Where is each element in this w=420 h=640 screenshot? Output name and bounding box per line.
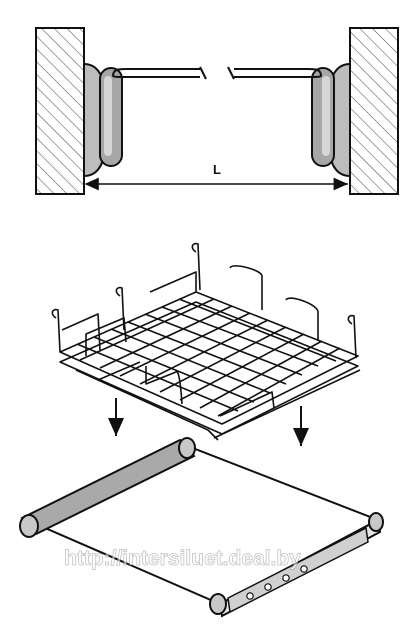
watermark: http://intersiluet.deal.by [64, 547, 301, 570]
left-runner-profile [83, 62, 123, 178]
left-cabinet-wall [35, 27, 85, 195]
right-roller [209, 512, 384, 615]
right-runner-profile [311, 62, 351, 178]
wire-basket [51, 242, 361, 441]
left-wire-arm [112, 66, 207, 80]
left-roller [19, 437, 196, 538]
cross-section-view: L [35, 27, 399, 195]
runner-tray [19, 437, 384, 618]
right-wire-arm [227, 66, 322, 80]
dimension-label: L [213, 162, 221, 177]
right-cabinet-wall [349, 27, 399, 195]
assembly-view [19, 242, 384, 618]
